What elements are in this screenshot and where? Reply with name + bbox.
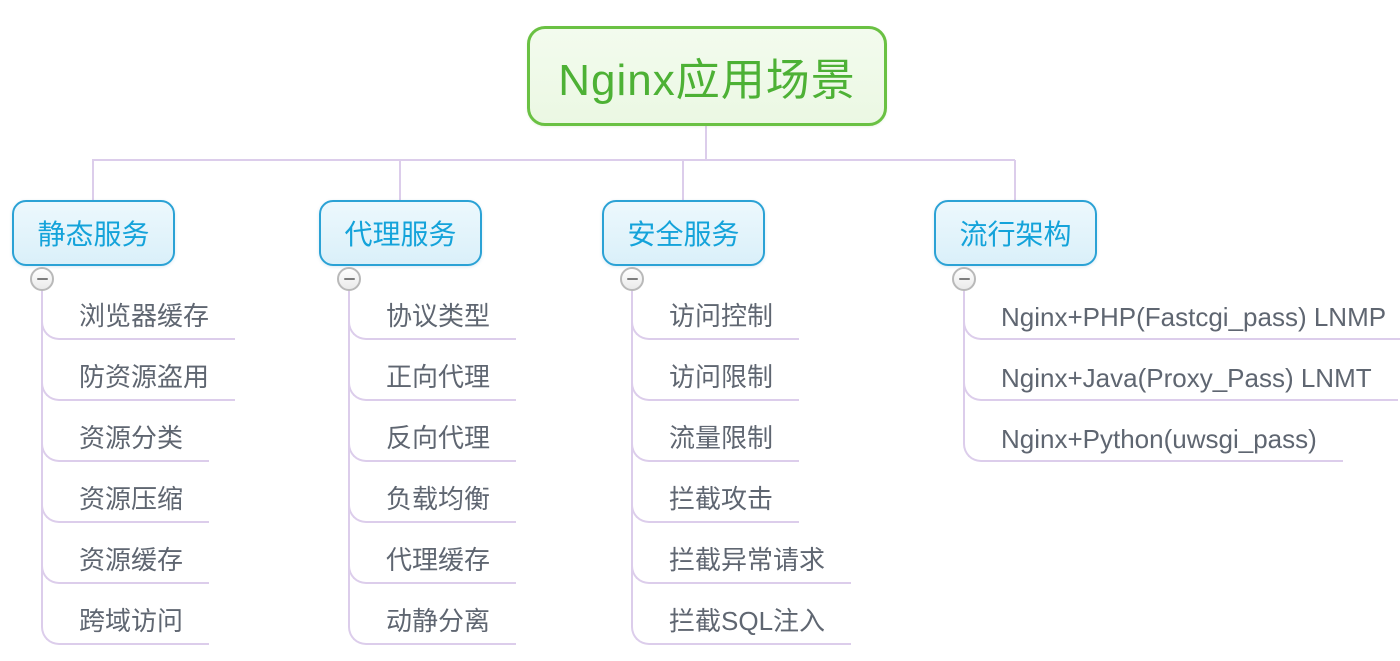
child-label: 流量限制 [669,423,774,453]
child-node[interactable]: Nginx+Java(Proxy_Pass) LNMT [963,340,1398,404]
child-node[interactable]: 跨域访问 [41,584,210,645]
child-label: 代理缓存 [386,545,491,575]
minus-icon [626,277,638,281]
branch-label: 代理服务 [344,219,457,250]
child-node[interactable]: 防资源盗用 [41,340,236,404]
child-label: 反向代理 [386,423,491,453]
child-node[interactable]: 访问限制 [631,340,800,404]
branch-label: 安全服务 [627,219,740,250]
child-node[interactable]: Nginx+PHP(Fastcgi_pass) LNMP [963,279,1400,343]
child-node[interactable]: 拦截攻击 [631,462,800,526]
child-label: 资源压缩 [79,484,184,514]
child-label: 资源缓存 [79,545,184,575]
child-label: 协议类型 [386,301,491,331]
connector-drop [682,160,684,201]
child-label: 访问控制 [669,301,774,331]
child-node[interactable]: 资源分类 [41,401,210,465]
child-node[interactable]: 拦截异常请求 [631,523,852,587]
child-label: 动静分离 [386,606,491,636]
child-node[interactable]: 资源缓存 [41,523,210,587]
child-label: 负载均衡 [386,484,491,514]
child-label: 浏览器缓存 [79,301,210,331]
child-node[interactable]: 负载均衡 [348,462,517,526]
child-label: 拦截异常请求 [669,545,826,575]
child-node[interactable]: 资源压缩 [41,462,210,526]
branch-label: 静态服务 [37,219,150,250]
child-label: Nginx+PHP(Fastcgi_pass) LNMP [1001,302,1387,332]
child-node[interactable]: 协议类型 [348,279,517,343]
connector-drop [399,160,401,201]
child-label: 正向代理 [386,362,491,392]
minus-icon [343,277,355,281]
child-label: 访问限制 [669,362,774,392]
child-node[interactable]: 拦截SQL注入 [631,584,852,645]
collapse-minus-button[interactable] [30,267,54,291]
child-label: 跨域访问 [79,606,184,636]
child-label: 拦截攻击 [669,484,774,514]
child-label: 防资源盗用 [79,362,210,392]
children-list: 协议类型正向代理反向代理负载均衡代理缓存动静分离 [348,279,517,645]
branch-label: 流行架构 [959,219,1072,250]
connector-horizontal-rail [92,159,1015,161]
child-node[interactable]: 流量限制 [631,401,800,465]
connector-drop [1014,160,1016,201]
branch-node[interactable]: 安全服务 [602,200,765,266]
child-node[interactable]: Nginx+Python(uwsgi_pass) [963,401,1343,462]
child-node[interactable]: 反向代理 [348,401,517,465]
child-node[interactable]: 动静分离 [348,584,517,645]
collapse-minus-button[interactable] [337,267,361,291]
children-list: 浏览器缓存防资源盗用资源分类资源压缩资源缓存跨域访问 [41,279,236,645]
child-node[interactable]: 浏览器缓存 [41,279,236,343]
root-node[interactable]: Nginx应用场景 [527,26,887,126]
child-label: Nginx+Java(Proxy_Pass) LNMT [1001,363,1372,393]
branch-node[interactable]: 代理服务 [319,200,482,266]
child-label: 资源分类 [79,423,184,453]
minus-icon [958,277,970,281]
child-node[interactable]: 代理缓存 [348,523,517,587]
branch-node[interactable]: 静态服务 [12,200,175,266]
branch-node[interactable]: 流行架构 [934,200,1097,266]
connector-drop [92,160,94,201]
collapse-minus-button[interactable] [620,267,644,291]
root-label: Nginx应用场景 [558,56,856,105]
child-node[interactable]: 访问控制 [631,279,800,343]
children-list: Nginx+PHP(Fastcgi_pass) LNMP Nginx+Java(P… [963,279,1400,462]
connector-root-vertical [705,125,707,161]
children-list: 访问控制访问限制流量限制拦截攻击拦截异常请求拦截SQL注入 [631,279,852,645]
child-node[interactable]: 正向代理 [348,340,517,404]
child-label: Nginx+Python(uwsgi_pass) [1001,424,1317,454]
child-label: 拦截SQL注入 [669,606,826,636]
collapse-minus-button[interactable] [952,267,976,291]
minus-icon [36,277,48,281]
